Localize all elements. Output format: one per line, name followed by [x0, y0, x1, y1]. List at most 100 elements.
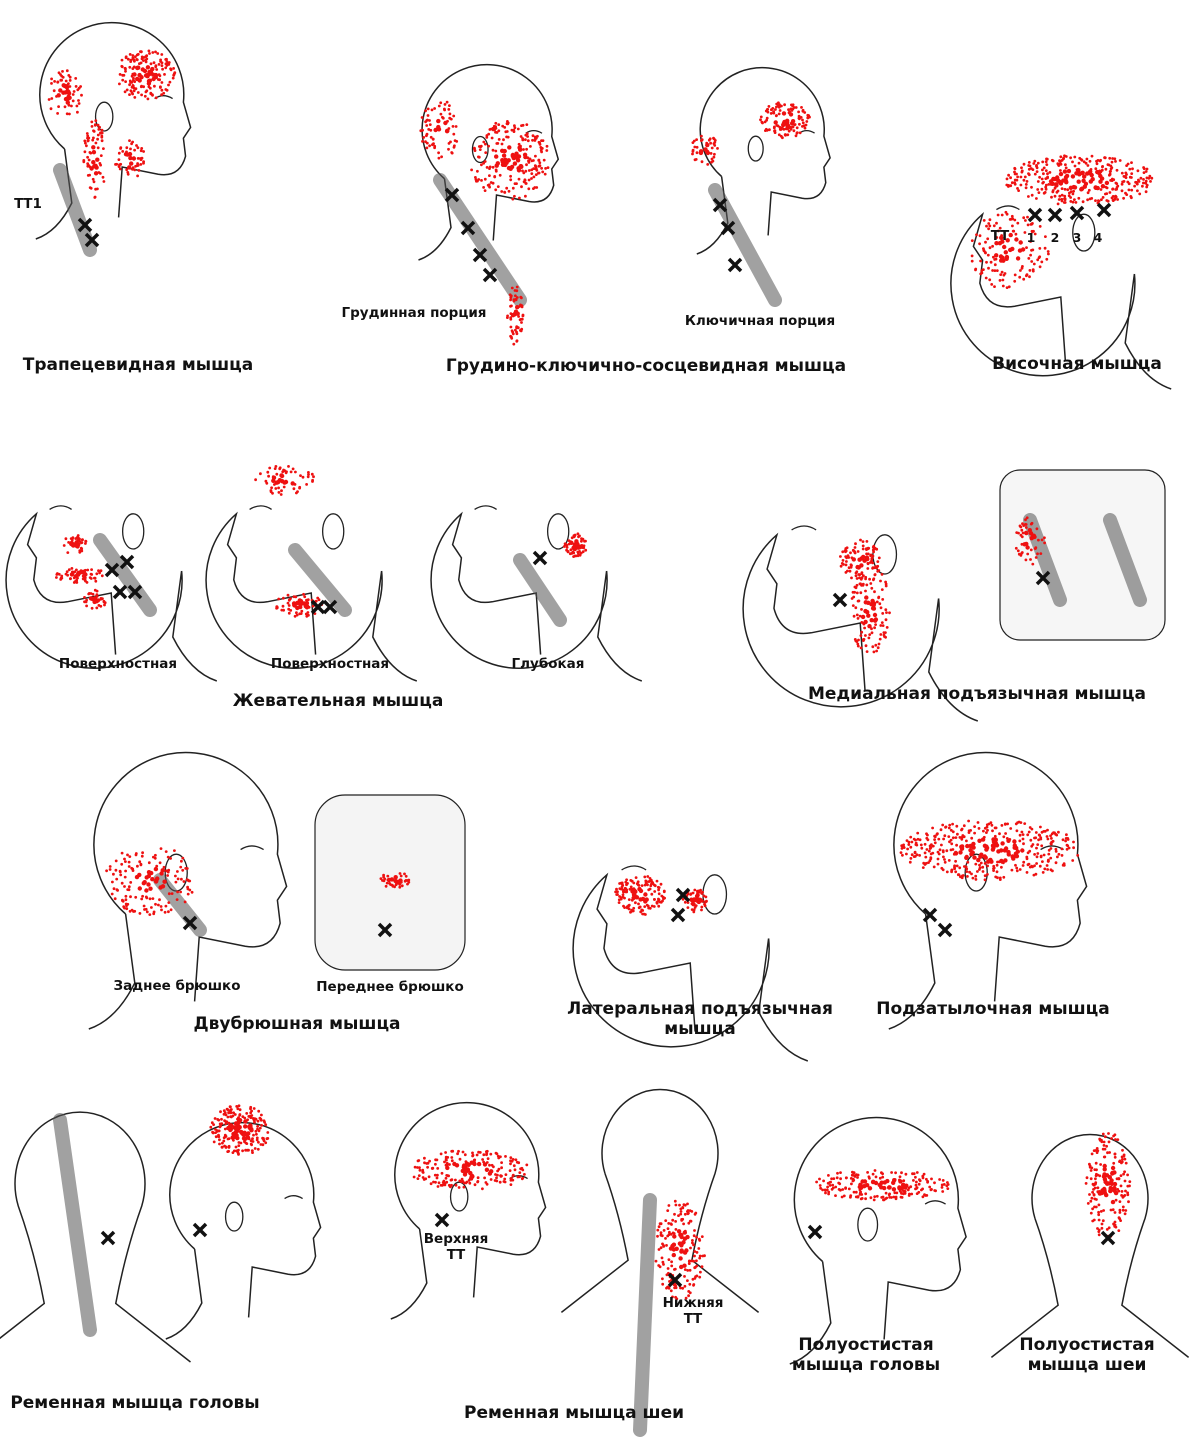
- referred-pain-dot: [56, 93, 61, 98]
- referred-pain-dot: [660, 1234, 664, 1238]
- referred-pain-dot: [662, 1229, 666, 1232]
- referred-pain-dot: [391, 884, 395, 888]
- referred-pain-dot: [128, 155, 133, 161]
- referred-pain-dot: [445, 1174, 449, 1177]
- referred-pain-dot: [700, 905, 704, 909]
- referred-pain-dot: [518, 1171, 522, 1174]
- referred-pain-dot: [275, 605, 279, 609]
- splenius-cervicis-title: Ременная мышца шеи: [463, 1403, 685, 1423]
- referred-pain-dot: [1131, 167, 1134, 171]
- referred-pain-dot: [264, 1141, 268, 1145]
- referred-pain-dot: [428, 119, 431, 122]
- referred-pain-dot: [400, 884, 404, 888]
- referred-pain-dot: [136, 52, 140, 56]
- referred-pain-dot: [1014, 863, 1017, 867]
- referred-pain-dot: [91, 160, 96, 165]
- referred-pain-dot: [1102, 1209, 1105, 1212]
- referred-pain-dot: [1045, 163, 1049, 167]
- referred-pain-dot: [453, 144, 456, 148]
- referred-pain-dot: [1017, 552, 1021, 556]
- referred-pain-dot: [517, 177, 521, 181]
- referred-pain-dot: [60, 74, 64, 78]
- referred-pain-dot: [925, 1177, 928, 1181]
- referred-pain-dot: [1035, 527, 1039, 531]
- referred-pain-dot: [1049, 868, 1053, 872]
- referred-pain-dot: [872, 544, 876, 548]
- referred-pain-dot: [818, 1177, 821, 1181]
- referred-pain-dot: [660, 1256, 664, 1260]
- referred-pain-dot: [1025, 855, 1029, 859]
- referred-pain-dot: [689, 897, 694, 902]
- referred-pain-dot: [909, 1185, 913, 1189]
- referred-pain-dot: [427, 127, 431, 131]
- referred-pain-dot: [910, 1192, 914, 1196]
- referred-pain-dot: [661, 1260, 665, 1264]
- referred-pain-dot: [996, 876, 999, 880]
- referred-pain-dot: [1015, 829, 1019, 833]
- referred-pain-dot: [85, 144, 88, 148]
- referred-pain-dot: [1028, 275, 1031, 279]
- referred-pain-dot: [420, 116, 424, 119]
- referred-pain-dot: [1042, 166, 1046, 170]
- referred-pain-dot: [225, 1120, 229, 1124]
- referred-pain-dot: [1016, 175, 1019, 179]
- referred-pain-dot: [1052, 176, 1058, 182]
- referred-pain-dot: [144, 90, 148, 94]
- referred-pain-dot: [859, 591, 863, 595]
- referred-pain-dot: [692, 139, 696, 143]
- referred-pain-dot: [622, 888, 626, 892]
- referred-pain-dot: [948, 840, 951, 844]
- referred-pain-dot: [946, 1187, 950, 1190]
- referred-pain-dot: [418, 1166, 421, 1169]
- referred-pain-dot: [422, 1178, 426, 1181]
- referred-pain-dot: [916, 831, 920, 835]
- referred-pain-dot: [971, 845, 976, 850]
- referred-pain-dot: [682, 1263, 687, 1268]
- referred-pain-dot: [99, 569, 103, 573]
- referred-pain-dot: [73, 580, 77, 584]
- referred-pain-dot: [142, 68, 148, 74]
- referred-pain-dot: [77, 99, 80, 102]
- referred-pain-dot: [1020, 166, 1023, 170]
- referred-pain-dot: [93, 123, 97, 126]
- referred-pain-dot: [995, 236, 999, 239]
- referred-pain-dot: [130, 91, 134, 94]
- referred-pain-dot: [282, 485, 286, 489]
- referred-pain-dot: [941, 1179, 945, 1182]
- referred-pain-dot: [93, 576, 96, 580]
- referred-pain-dot: [541, 170, 545, 174]
- referred-pain-dot: [984, 276, 988, 280]
- referred-pain-dot: [524, 169, 528, 173]
- referred-pain-dot: [1035, 166, 1039, 170]
- referred-pain-dot: [955, 843, 958, 847]
- medial-pterygoid-title: Медиальная подъязычная мышца: [807, 684, 1147, 704]
- referred-pain-dot: [57, 572, 61, 576]
- referred-pain-dot: [881, 1175, 885, 1179]
- referred-pain-dot: [1108, 173, 1112, 176]
- referred-pain-dot: [801, 121, 805, 125]
- referred-pain-dot: [299, 474, 302, 477]
- referred-pain-dot: [661, 899, 664, 903]
- referred-pain-dot: [878, 602, 882, 606]
- referred-pain-dot: [1119, 1184, 1123, 1188]
- referred-pain-dot: [1033, 159, 1037, 163]
- referred-pain-dot: [915, 853, 919, 857]
- referred-pain-dot: [468, 1170, 473, 1176]
- referred-pain-dot: [304, 600, 310, 606]
- referred-pain-dot: [71, 543, 77, 548]
- referred-pain-dot: [924, 855, 928, 859]
- referred-pain-dot: [534, 167, 538, 170]
- referred-pain-dot: [223, 1144, 227, 1148]
- referred-pain-dot: [98, 125, 101, 129]
- referred-pain-dot: [700, 908, 703, 912]
- referred-pain-dot: [545, 144, 549, 148]
- referred-pain-dot: [822, 1179, 825, 1183]
- referred-pain-dot: [918, 854, 921, 857]
- referred-pain-dot: [144, 895, 148, 899]
- referred-pain-dot: [815, 1180, 818, 1184]
- referred-pain-dot: [917, 1182, 921, 1186]
- referred-pain-dot: [995, 863, 999, 867]
- referred-pain-dot: [259, 1117, 263, 1121]
- referred-pain-dot: [75, 568, 78, 572]
- referred-pain-dot: [129, 881, 133, 884]
